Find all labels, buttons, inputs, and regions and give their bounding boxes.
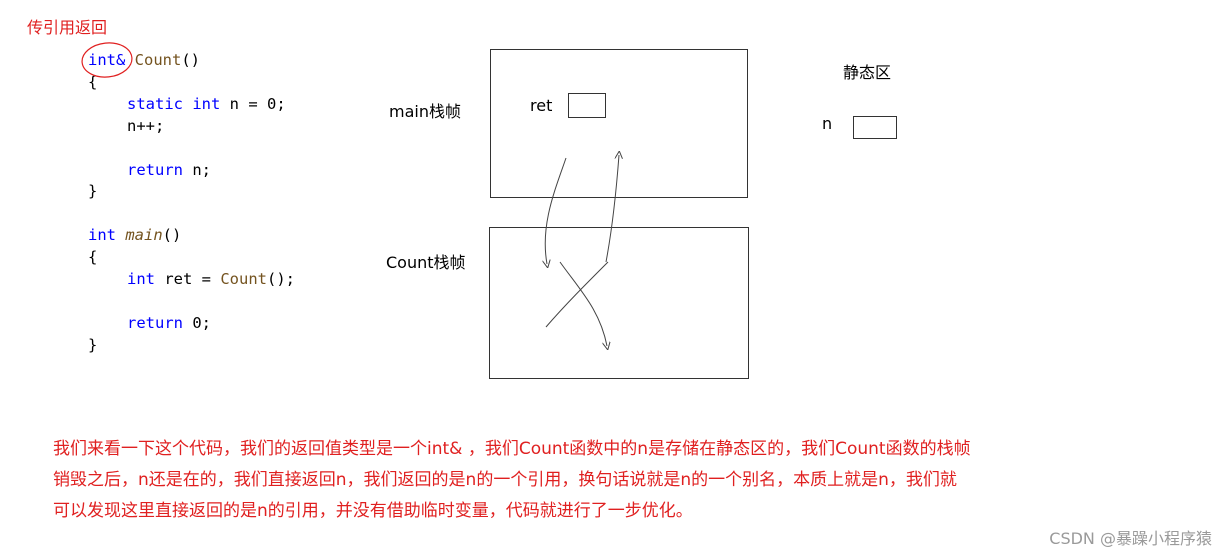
code-token: 0; [183, 313, 211, 332]
arrow-up-icon [605, 155, 619, 263]
paragraph-line: 可以发现这里直接返回的是n的引用，并没有借助临时变量，代码就进行了一步优化。 [53, 501, 693, 521]
explanation-paragraph: 我们来看一下这个代码，我们的返回值类型是一个int& ，我们Count函数中的n… [53, 434, 1173, 527]
code-token: () [181, 51, 201, 69]
code-token: n++; [127, 116, 165, 135]
code-token: { [88, 72, 98, 91]
ret-variable-box [568, 93, 606, 118]
code-token: n = 0; [220, 94, 286, 113]
page-title: 传引用返回 [27, 18, 108, 37]
ret-label: ret [530, 96, 553, 115]
code-token: (); [267, 270, 295, 288]
code-line: static int n = 0; [127, 94, 286, 114]
code-line: return 0; [127, 313, 211, 333]
paragraph-line: 我们来看一下这个代码，我们的返回值类型是一个int& ，我们Count函数中的n… [53, 439, 971, 459]
code-token: int [88, 226, 116, 245]
n-label: n [822, 114, 833, 133]
code-line: return n; [127, 160, 211, 180]
arrow-down-icon [545, 157, 567, 264]
static-area-label: 静态区 [843, 63, 892, 82]
count-stack-frame-box [489, 227, 749, 379]
code-token: } [88, 335, 98, 354]
code-token: main [125, 226, 163, 245]
code-token: Count [220, 270, 267, 288]
int-ref-highlight-circle [81, 42, 133, 78]
code-token: int [127, 270, 155, 288]
code-token: } [88, 182, 98, 201]
code-token: ret = [155, 270, 221, 288]
code-token: () [162, 226, 182, 245]
paragraph-line: 销毁之后，n还是在的，我们直接返回n，我们返回的是n的一个引用，换句话说就是n的… [53, 470, 957, 490]
code-token: int& [88, 51, 126, 69]
code-token: n; [183, 160, 211, 179]
code-line: int ret = Count(); [127, 269, 295, 289]
code-token: { [88, 248, 98, 267]
watermark: CSDN @暴躁小程序猿 [1049, 529, 1212, 548]
code-line: { [88, 247, 97, 267]
cross-line-icon [545, 261, 609, 328]
code-line: } [88, 335, 97, 355]
code-token: static [127, 94, 183, 113]
code-token: Count [134, 51, 182, 69]
code-line: int& Count() [88, 50, 200, 70]
code-line: n++; [127, 116, 164, 136]
count-frame-label: Count栈帧 [386, 253, 466, 272]
main-frame-label: main栈帧 [389, 102, 461, 121]
cross-arrow-icon [559, 261, 607, 346]
code-token: int [192, 94, 221, 113]
code-line: { [88, 72, 97, 92]
code-token: return [127, 160, 183, 179]
code-token: return [127, 313, 183, 332]
code-line: int main() [88, 225, 181, 245]
code-line: } [88, 181, 97, 201]
main-stack-frame-box [490, 49, 748, 198]
static-n-box [853, 116, 897, 139]
